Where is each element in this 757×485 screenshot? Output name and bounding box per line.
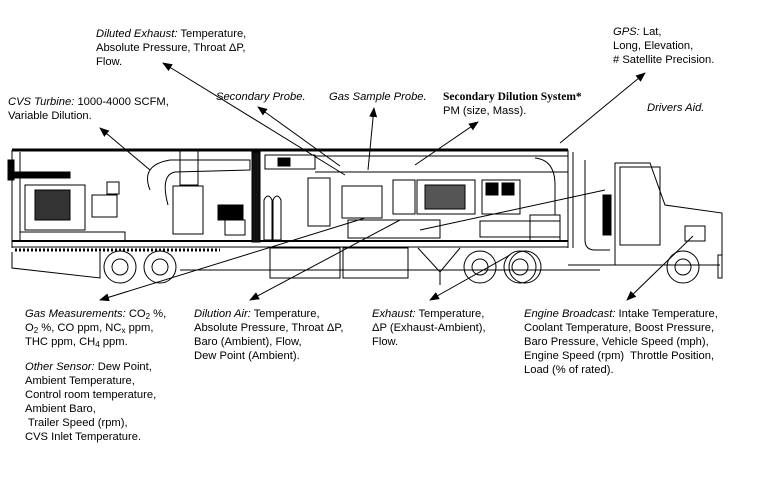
arrow-secondary-probe	[257, 106, 341, 167]
label-line: PM (size, Mass).	[443, 105, 527, 117]
label-line: Temperature,	[418, 308, 485, 320]
label-title: CVS Turbine:	[8, 96, 75, 108]
arrow-gps	[559, 72, 646, 144]
label-title: Dilution Air:	[194, 308, 251, 320]
label-title: Engine Broadcast:	[524, 308, 616, 320]
label-drivers-aid: Drivers Aid.	[647, 101, 704, 115]
label-engine-broadcast: Engine Broadcast: Intake Temperature, Co…	[524, 307, 718, 377]
label-line: CVS Inlet Temperature.	[25, 431, 142, 443]
label-diluted-exhaust: Diluted Exhaust: Temperature, Absolute P…	[96, 27, 246, 69]
label-line: Dew Point (Ambient).	[194, 350, 300, 362]
label-text: ppm.	[99, 336, 128, 348]
arrow-engine-broadcast	[626, 235, 694, 301]
label-text: %, CO ppm, NC	[38, 322, 122, 334]
label-gas-measurements: Gas Measurements: CO2 %, O2 %, CO ppm, N…	[25, 307, 166, 349]
label-title: GPS:	[613, 26, 640, 38]
label-secondary-probe: Secondary Probe.	[216, 90, 306, 104]
label-other-sensor: Other Sensor: Dew Point, Ambient Tempera…	[25, 360, 156, 444]
label-text: ppm,	[125, 322, 154, 334]
arrow-cvs-turbine	[99, 127, 151, 171]
callout-arrows	[99, 62, 694, 302]
label-sub: 2	[33, 326, 39, 335]
label-line: Baro Pressure, Vehicle Speed (mph),	[524, 336, 709, 348]
label-text: CO	[128, 308, 146, 320]
label-title: Secondary Dilution System*	[443, 91, 582, 103]
label-line: Baro (Ambient), Flow,	[194, 336, 302, 348]
label-line: Temperature,	[253, 308, 320, 320]
label-line: Control room temperature,	[25, 389, 157, 401]
label-text: THC ppm, CH	[25, 336, 96, 348]
arrow-exhaust	[429, 254, 511, 301]
label-line: Ambient Temperature,	[25, 375, 135, 387]
label-line: Ambient Baro,	[25, 403, 96, 415]
label-line: Flow.	[96, 56, 123, 68]
label-text: O	[25, 322, 34, 334]
label-line: Absolute Pressure, Throat ΔP,	[194, 322, 344, 334]
label-dilution-air: Dilution Air: Temperature, Absolute Pres…	[194, 307, 343, 363]
label-line: Lat,	[642, 26, 662, 38]
label-title: Secondary Probe.	[216, 91, 306, 103]
label-title: Gas Sample Probe.	[329, 91, 427, 103]
label-line: Absolute Pressure, Throat ΔP,	[96, 42, 246, 54]
label-line: Trailer Speed (rpm),	[25, 417, 128, 429]
label-line: 1000-4000 SCFM,	[77, 96, 169, 108]
trailer	[7, 148, 600, 285]
arrow-secondary-dilution	[414, 121, 479, 166]
label-exhaust: Exhaust: Temperature, ΔP (Exhaust-Ambien…	[372, 307, 486, 349]
label-title: Other Sensor:	[25, 361, 95, 373]
label-gps: GPS: Lat, Long, Elevation, # Satellite P…	[613, 25, 714, 67]
label-sub: 2	[145, 312, 151, 321]
label-title: Drivers Aid.	[647, 102, 705, 114]
label-line: Variable Dilution.	[8, 110, 92, 122]
label-title: Gas Measurements:	[25, 308, 126, 320]
label-line: # Satellite Precision.	[613, 54, 715, 66]
arrow-drivers-aid	[419, 189, 606, 231]
label-title: Exhaust:	[372, 308, 416, 320]
arrow-dilution-air	[249, 219, 401, 301]
label-line: Dew Point,	[97, 361, 152, 373]
label-line: ΔP (Exhaust-Ambient),	[372, 322, 486, 334]
arrow-gas-sample-probe	[367, 107, 378, 171]
label-line: Engine Speed (rpm) Throttle Position,	[524, 350, 715, 362]
label-line: Temperature,	[180, 28, 247, 40]
label-cvs-turbine: CVS Turbine: 1000-4000 SCFM, Variable Di…	[8, 95, 169, 123]
tractor-cab	[508, 160, 723, 284]
label-line: Load (% of rated).	[524, 364, 614, 376]
label-text: %,	[150, 308, 167, 320]
label-title: Diluted Exhaust:	[96, 28, 178, 40]
label-line: Intake Temperature,	[618, 308, 718, 320]
label-line: Flow.	[372, 336, 399, 348]
arrow-gas-measurements	[99, 217, 366, 302]
label-secondary-dilution: Secondary Dilution System* PM (size, Mas…	[443, 90, 582, 118]
label-gas-sample-probe: Gas Sample Probe.	[329, 90, 427, 104]
label-sub: x	[121, 326, 126, 335]
arrow-diluted-exhaust	[162, 62, 346, 176]
label-line: Long, Elevation,	[613, 40, 694, 52]
label-line: Coolant Temperature, Boost Pressure,	[524, 322, 715, 334]
label-sub: 4	[95, 340, 100, 349]
